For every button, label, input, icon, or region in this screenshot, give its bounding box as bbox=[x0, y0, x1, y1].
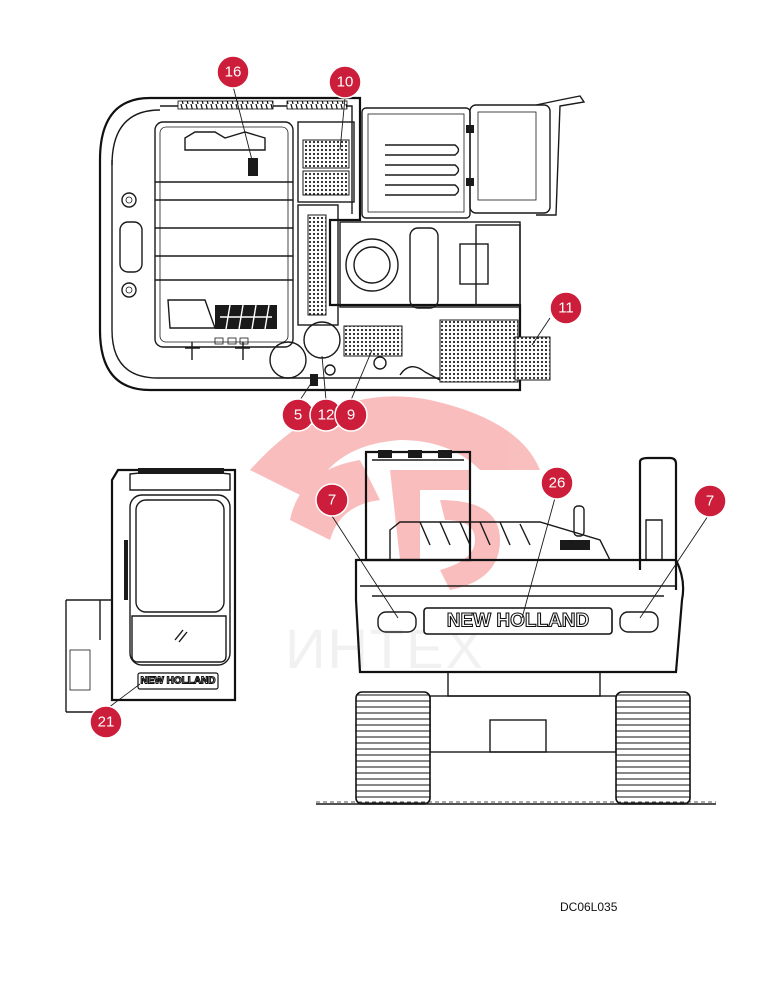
rear-view: NEW HOLLAND bbox=[316, 450, 716, 805]
callout-11: 11 bbox=[549, 291, 583, 325]
cab-view: NEW HOLLAND bbox=[65, 468, 237, 713]
watermark: ИНТЕХ bbox=[250, 396, 540, 680]
svg-text:12: 12 bbox=[318, 407, 335, 424]
svg-text:NEW HOLLAND: NEW HOLLAND bbox=[141, 676, 216, 687]
callout-9: 9 bbox=[334, 398, 368, 432]
rear-brand-decal: NEW HOLLAND bbox=[423, 607, 613, 635]
keypad bbox=[215, 304, 277, 330]
svg-text:11: 11 bbox=[558, 300, 574, 317]
callout-21: 21 bbox=[89, 705, 123, 739]
callout-7-left: 7 bbox=[315, 483, 349, 517]
callout-5: 5 bbox=[281, 398, 315, 432]
svg-text:9: 9 bbox=[347, 407, 355, 424]
callout-26: 26 bbox=[540, 466, 574, 500]
svg-text:26: 26 bbox=[549, 475, 566, 492]
svg-text:21: 21 bbox=[98, 714, 115, 731]
svg-text:NEW HOLLAND: NEW HOLLAND bbox=[447, 611, 589, 632]
callout-16: 16 bbox=[216, 55, 250, 89]
callouts: 16 10 11 5 12 9 7 26 bbox=[89, 55, 727, 739]
top-view bbox=[98, 95, 586, 392]
callout-7-right: 7 bbox=[693, 484, 727, 518]
callout-10: 10 bbox=[328, 65, 362, 99]
leader-lines bbox=[107, 85, 709, 709]
cab-brand-decal: NEW HOLLAND bbox=[137, 672, 219, 690]
svg-text:10: 10 bbox=[337, 74, 354, 91]
svg-text:7: 7 bbox=[328, 492, 336, 509]
svg-text:5: 5 bbox=[294, 407, 302, 424]
svg-text:7: 7 bbox=[706, 493, 714, 510]
svg-text:16: 16 bbox=[225, 64, 242, 81]
drawing-code-label: DC06L035 bbox=[560, 900, 618, 914]
